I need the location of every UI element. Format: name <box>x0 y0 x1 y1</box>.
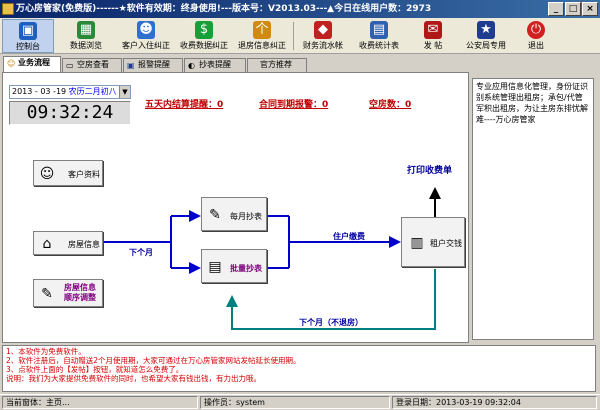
contract-expiry-alert-link[interactable]: 合同到期报警：0 <box>259 100 329 110</box>
customer-icon: ☺ <box>39 166 55 182</box>
customer-info-node[interactable]: ☺ 客户资料 <box>33 160 103 186</box>
tab-alarm-reminder[interactable]: ▣ 报警提醒 <box>123 58 183 72</box>
console-icon: ▣ <box>19 22 37 40</box>
tab-label: 官方推荐 <box>260 60 292 69</box>
window-title: 万心房管家(免费版)------★软件有效期：终身使用!---版本号：V2013… <box>16 4 432 14</box>
promo-text-panel: 专业应用信息化管理，身份证识别系统管理出租房；承包/代管军积出租房，为让主房东排… <box>472 78 594 340</box>
toolbar-label: 退出 <box>528 41 544 50</box>
toolbar-console-button[interactable]: ▣ 控制台 <box>2 19 54 53</box>
smiley-icon: ☺ <box>7 59 16 68</box>
app-icon <box>2 3 14 15</box>
close-button[interactable]: × <box>582 2 598 16</box>
toolbar-label: 数据浏览 <box>70 41 102 50</box>
tenant-payment-label: 租户交钱 <box>430 239 462 248</box>
status-login-date: 登录日期：2013-03-19 09:32:04 <box>392 396 597 409</box>
lunar-date: 农历二月初八 <box>68 87 117 96</box>
customer-info-label: 客户资料 <box>68 170 100 179</box>
house-icon: ⌂ <box>42 236 52 252</box>
page-icon: ▭ <box>66 61 74 70</box>
tab-business-flow[interactable]: ☺ 业务流程 <box>3 56 61 72</box>
business-flow-panel: 2013 - 03 -19 农历二月初八 ▼ 09:32:24 五天内结算提醒：… <box>2 72 469 343</box>
status-bar: 当前窗体：主页... 操作员：system 登录日期：2013-03-19 09… <box>0 394 600 410</box>
alarm-icon: ▣ <box>127 61 135 70</box>
post-icon: ✉ <box>424 21 442 39</box>
tab-label: 业务流程 <box>18 58 50 67</box>
checkin-fix-icon: ☻ <box>137 21 155 39</box>
toolbar-fee-fix-button[interactable]: $ 收费数据纠正 <box>176 19 232 53</box>
house-info-label: 房屋信息 <box>68 240 100 249</box>
notice-line: 2、软件注册后，自动赠送2个月使用期，大家可通过在万心房管家网站发帖延长使用期。 <box>6 356 301 365</box>
toolbar: ▣ 控制台 ▦ 数据浏览 ☻ 客户入住纠正 $ 收费数据纠正 个 退房信息纠正 … <box>0 18 600 54</box>
monthly-meter-label: 每月抄表 <box>230 212 262 221</box>
house-order-node[interactable]: ✎ 房屋信息 顺序调整 <box>33 279 103 307</box>
batch-meter-label: 批量抄表 <box>230 264 262 273</box>
toolbar-separator <box>293 22 294 50</box>
toolbar-label: 客户入住纠正 <box>122 41 170 50</box>
monthly-meter-node[interactable]: ✎ 每月抄表 <box>201 197 267 231</box>
resident-pay-label: 住户缴费 <box>333 232 365 241</box>
toolbar-label: 财务流水帐 <box>303 41 343 50</box>
toolbar-fee-stats-button[interactable]: ▤ 收费统计表 <box>352 19 406 53</box>
toolbar-checkout-fix-button[interactable]: 个 退房信息纠正 <box>234 19 290 53</box>
toolbar-label: 收费数据纠正 <box>180 41 228 50</box>
tab-meter-reminder[interactable]: ◐ 抄表提醒 <box>184 58 246 72</box>
arrow-loop-back <box>226 269 436 330</box>
house-info-node[interactable]: ⌂ 房屋信息 <box>33 231 103 255</box>
police-icon: ★ <box>477 21 495 39</box>
notice-line: 说明：我们为大家提供免费软件的同时，也希望大家有钱出钱，有力出力哦。 <box>6 374 261 383</box>
exit-icon: ⏻ <box>527 21 545 39</box>
tab-label: 抄表提醒 <box>199 60 231 69</box>
flow-arrows <box>101 187 441 330</box>
empty-room-count-link[interactable]: 空房数：0 <box>369 100 412 110</box>
clipboard-icon: ✎ <box>209 207 221 223</box>
toolbar-label: 退房信息纠正 <box>238 41 286 50</box>
notice-line: 3、点软件上面的【发帖】按钮，就知道怎么免费了。 <box>6 365 184 374</box>
notice-line: 1、本软件为免费软件。 <box>6 347 86 356</box>
date-value: 2013 - 03 -19 <box>12 87 67 96</box>
tab-empty-rooms[interactable]: ▭ 空房查看 <box>62 58 122 72</box>
abacus-icon: ▥ <box>410 235 424 251</box>
tab-official-recommend[interactable]: 官方推荐 <box>247 58 307 72</box>
tab-strip: ☺ 业务流程 ▭ 空房查看 ▣ 报警提醒 ◐ 抄表提醒 官方推荐 <box>0 56 470 72</box>
print-receipt-label[interactable]: 打印收费单 <box>407 166 453 176</box>
chevron-down-icon[interactable]: ▼ <box>119 86 130 98</box>
toolbar-exit-button[interactable]: ⏻ 退出 <box>514 19 558 53</box>
edit-icon: ✎ <box>41 286 53 302</box>
clock-display: 09:32:24 <box>9 101 131 125</box>
notice-panel: 1、本软件为免费软件。 2、软件注册后，自动赠送2个月使用期，大家可通过在万心房… <box>2 345 596 392</box>
toolbar-post-button[interactable]: ✉ 发 帖 <box>410 19 456 53</box>
toolbar-label: 收费统计表 <box>359 41 399 50</box>
checkout-fix-icon: 个 <box>253 21 271 39</box>
status-current-window: 当前窗体：主页... <box>2 396 198 409</box>
toolbar-checkin-fix-button[interactable]: ☻ 客户入住纠正 <box>118 19 174 53</box>
toolbar-finance-ledger-button[interactable]: ◆ 财务流水帐 <box>296 19 350 53</box>
next-month-no-checkout-label: 下个月（不退房） <box>299 318 363 327</box>
finance-ledger-icon: ◆ <box>314 21 332 39</box>
toolbar-data-browse-button[interactable]: ▦ 数据浏览 <box>60 19 112 53</box>
status-operator: 操作员：system <box>200 396 390 409</box>
house-order-label: 房屋信息 顺序调整 <box>64 283 96 302</box>
fee-stats-icon: ▤ <box>370 21 388 39</box>
printer-icon: ▤ <box>208 259 222 275</box>
fee-fix-icon: $ <box>195 21 213 39</box>
settlement-alert-link[interactable]: 五天内结算提醒：0 <box>145 100 224 110</box>
toolbar-label: 控制台 <box>16 42 40 51</box>
tab-label: 报警提醒 <box>138 60 170 69</box>
toolbar-police-button[interactable]: ★ 公安局专用 <box>460 19 512 53</box>
flow-diagram <box>101 187 441 330</box>
tab-label: 空房查看 <box>77 60 109 69</box>
meter-icon: ◐ <box>188 61 195 70</box>
tenant-payment-node[interactable]: ▥ 租户交钱 <box>401 217 465 267</box>
next-month-label: 下个月 <box>129 248 153 257</box>
title-bar: 万心房管家(免费版)------★软件有效期：终身使用!---版本号：V2013… <box>0 0 600 18</box>
date-picker[interactable]: 2013 - 03 -19 农历二月初八 ▼ <box>9 85 131 99</box>
batch-meter-node[interactable]: ▤ 批量抄表 <box>201 249 267 283</box>
data-browse-icon: ▦ <box>77 21 95 39</box>
minimize-button[interactable]: _ <box>548 2 564 16</box>
toolbar-label: 发 帖 <box>423 41 443 50</box>
maximize-button[interactable]: □ <box>565 2 581 16</box>
toolbar-label: 公安局专用 <box>466 41 506 50</box>
